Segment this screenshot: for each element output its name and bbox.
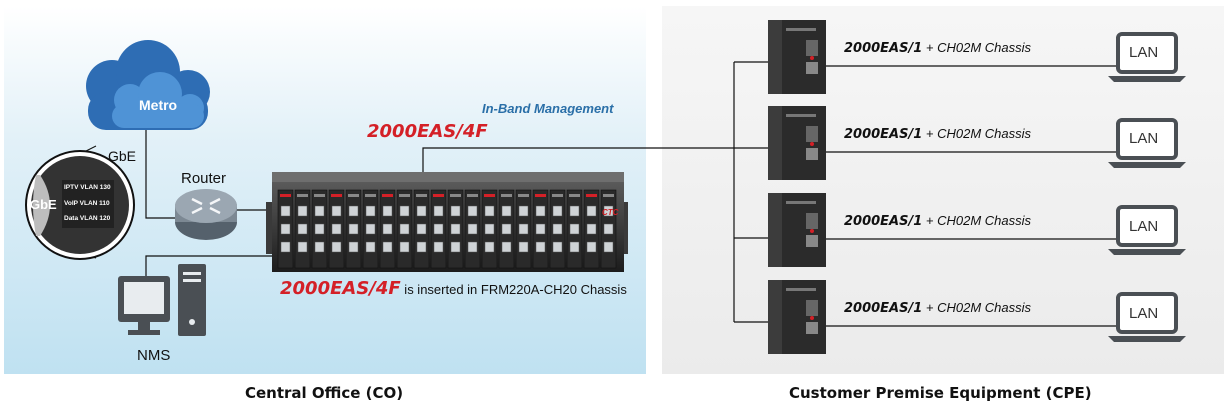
cpe-device xyxy=(768,193,826,267)
chassis-card xyxy=(311,189,328,269)
chassis-card xyxy=(362,189,379,269)
laptop-icon xyxy=(1108,292,1186,342)
central-office-caption: Central Office (CO) xyxy=(245,384,404,402)
chassis-card xyxy=(413,189,430,269)
cpe-label-row-1: 2000EAS/1 + CH02M Chassis xyxy=(844,40,1031,56)
cpe-chassis: + CH02M Chassis xyxy=(922,126,1032,141)
lan-label-2: LAN xyxy=(1129,130,1159,147)
cpe-connection-lines xyxy=(733,61,1118,327)
in-band-management-label: In-Band Management xyxy=(482,101,614,116)
chassis-card xyxy=(481,189,498,269)
router-icon xyxy=(175,189,237,240)
model-2000eas-4f-top: 2000EAS/4F xyxy=(367,121,488,142)
metro-cloud-label: Metro xyxy=(139,97,178,113)
chassis-card xyxy=(447,189,464,269)
gbe-link-label: GbE xyxy=(108,148,137,164)
inserted-text: is inserted in FRM220A-CH20 Chassis xyxy=(400,282,627,297)
lan-label-1: LAN xyxy=(1129,44,1159,61)
nms-computer-icon xyxy=(118,264,206,336)
laptop-icon xyxy=(1108,32,1186,82)
chassis-card xyxy=(515,189,532,269)
chassis-card xyxy=(430,189,447,269)
nms-label: NMS xyxy=(137,347,171,364)
co-inserted-caption: 2000EAS/4F is inserted in FRM220A-CH20 C… xyxy=(280,278,627,299)
fiber-vlan-iptv: IPTV VLAN 130 xyxy=(64,184,111,191)
model-2000eas-4f-bottom: 2000EAS/4F xyxy=(280,278,401,299)
cpe-device xyxy=(768,20,826,94)
cpe-model: 2000EAS/1 xyxy=(844,127,923,142)
fiber-vlan-data: Data VLAN 120 xyxy=(64,215,111,222)
chassis-card xyxy=(396,189,413,269)
chassis-card xyxy=(345,189,362,269)
fiber-gbe-label: GbE xyxy=(30,197,57,212)
chassis-card xyxy=(549,189,566,269)
lan-label-4: LAN xyxy=(1129,305,1159,322)
router-label: Router xyxy=(181,170,227,187)
cpe-label-row-4: 2000EAS/1 + CH02M Chassis xyxy=(844,300,1031,316)
lan-laptops xyxy=(1108,32,1186,342)
chassis-card xyxy=(566,189,583,269)
cpe-device xyxy=(768,280,826,354)
chassis-card xyxy=(277,189,294,269)
cpe-model: 2000EAS/1 xyxy=(844,301,923,316)
chassis-card xyxy=(600,189,617,269)
metro-cloud-icon xyxy=(86,40,210,130)
chassis-card xyxy=(464,189,481,269)
cpe-chassis: + CH02M Chassis xyxy=(922,213,1032,228)
chassis-card xyxy=(532,189,549,269)
chassis-card xyxy=(328,189,345,269)
cpe-label-row-2: 2000EAS/1 + CH02M Chassis xyxy=(844,126,1031,142)
cpe-device xyxy=(768,106,826,180)
lan-label-3: LAN xyxy=(1129,218,1159,235)
cpe-devices xyxy=(768,20,826,354)
fiber-callout-icon xyxy=(25,145,135,260)
chassis-card xyxy=(379,189,396,269)
cpe-label-row-3: 2000EAS/1 + CH02M Chassis xyxy=(844,213,1031,229)
cpe-caption: Customer Premise Equipment (CPE) xyxy=(789,384,1092,402)
fiber-vlan-voip: VoIP VLAN 110 xyxy=(64,200,110,207)
cpe-chassis: + CH02M Chassis xyxy=(922,300,1032,315)
cpe-model: 2000EAS/1 xyxy=(844,41,923,56)
chassis-logo: CTC xyxy=(602,208,619,217)
cpe-model: 2000EAS/1 xyxy=(844,214,923,229)
chassis-card xyxy=(583,189,600,269)
cpe-chassis: + CH02M Chassis xyxy=(922,40,1032,55)
laptop-icon xyxy=(1108,118,1186,168)
chassis-card xyxy=(294,189,311,269)
frm220a-ch20-chassis xyxy=(266,172,628,272)
laptop-icon xyxy=(1108,205,1186,255)
chassis-card xyxy=(498,189,515,269)
